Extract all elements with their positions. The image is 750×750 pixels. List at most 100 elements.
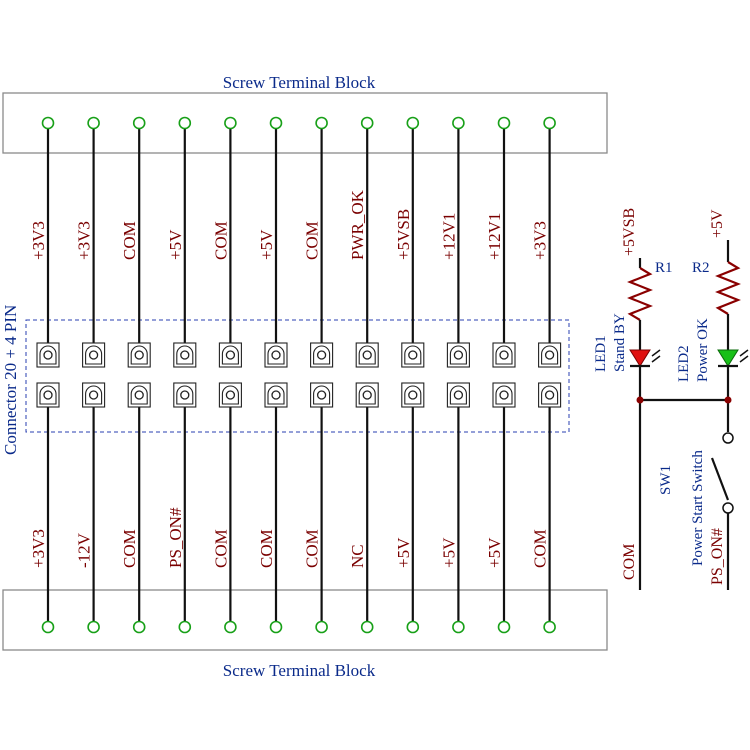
pson-label: PS_ON#	[709, 528, 726, 585]
bottom-pin-label-5: COM	[211, 529, 230, 568]
bottom-pad-11-hole	[499, 390, 509, 400]
sw1-desc: Power Start Switch	[690, 450, 706, 566]
switch-contact-bottom	[722, 502, 734, 514]
bottom-terminal-10	[452, 620, 465, 634]
top-terminal-4	[178, 116, 192, 130]
bottom-terminal-block	[2, 589, 608, 651]
bottom-pin-label-12: COM	[531, 529, 550, 568]
bottom-pad-4-hole	[180, 390, 190, 400]
connector-label: Connector 20 + 4 PIN	[1, 305, 20, 455]
resistor-r2	[715, 261, 741, 315]
bottom-pad-6-hole	[271, 390, 281, 400]
top-block-title: Screw Terminal Block	[223, 73, 376, 92]
top-pin-label-8: PWR_OK	[348, 189, 367, 260]
top-pad-11-hole	[499, 350, 509, 360]
top-pin-label-5: COM	[211, 221, 230, 260]
bottom-terminal-5	[224, 620, 237, 634]
junction-dot-right	[724, 396, 732, 404]
bottom-pin-label-3: COM	[120, 529, 139, 568]
r2-label: R2	[692, 260, 710, 276]
bottom-pin-label-7: COM	[303, 529, 322, 568]
top-pin-label-12: +3V3	[531, 221, 550, 260]
top-pin-label-6: +5V	[257, 229, 276, 260]
bottom-pin-label-6: COM	[257, 529, 276, 568]
bottom-block-title: Screw Terminal Block	[223, 661, 376, 680]
switch-lever	[710, 457, 730, 501]
bottom-terminal-6	[269, 620, 283, 634]
bottom-pad-2-hole	[88, 390, 99, 400]
top-pad-5-hole	[225, 350, 236, 360]
top-pad-8-hole	[362, 350, 372, 360]
bottom-pin-label-2: -12V	[75, 532, 94, 568]
led2-desc: Power OK	[695, 318, 711, 382]
top-pin-label-11: +12V1	[485, 213, 504, 260]
rail-5v-label: +5V	[709, 209, 726, 238]
bottom-terminal-7	[315, 620, 328, 634]
top-pad-3-hole	[134, 350, 144, 360]
bottom-pad-10-hole	[453, 390, 464, 400]
top-terminal-block	[2, 92, 608, 154]
bottom-terminal-2	[87, 620, 100, 634]
top-pad-6-hole	[271, 350, 281, 360]
top-terminal-6	[269, 116, 283, 130]
junction-dot-left	[636, 396, 644, 404]
top-terminal-7	[315, 116, 328, 130]
top-pad-7-hole	[316, 350, 327, 360]
bottom-pad-8-hole	[362, 390, 372, 400]
top-pad-4-hole	[180, 350, 190, 360]
led1-ref: LED1	[593, 335, 609, 372]
bottom-terminal-3	[132, 620, 146, 634]
top-pin-label-4: +5V	[166, 229, 185, 260]
top-pad-1-hole	[43, 350, 53, 360]
bottom-terminal-8	[360, 620, 374, 634]
sw1-ref: SW1	[658, 465, 674, 495]
top-pin-label-3: COM	[120, 221, 139, 260]
bottom-terminal-12	[543, 620, 556, 634]
bottom-pin-label-4: PS_ON#	[166, 507, 185, 568]
top-terminal-12	[543, 116, 556, 130]
rail-5vsb-label: +5VSB	[621, 208, 638, 256]
top-terminal-2	[87, 116, 100, 130]
top-pin-label-9: +5VSB	[394, 209, 413, 260]
top-pin-label-1: +3V3	[29, 221, 48, 260]
top-terminal-9	[406, 116, 420, 130]
top-terminal-3	[132, 116, 146, 130]
r1-label: R1	[655, 260, 673, 276]
bottom-pad-5-hole	[225, 390, 236, 400]
bottom-terminal-11	[497, 620, 511, 634]
top-pin-label-10: +12V1	[439, 213, 458, 260]
connector-outline	[25, 319, 570, 433]
bottom-pad-12-hole	[544, 390, 555, 400]
indicator-circuit: +5VSB R1 LED1 Stand BY +5V R2 LED2 Power…	[593, 208, 749, 590]
top-terminal-10	[452, 116, 465, 130]
top-terminal-8	[360, 116, 374, 130]
top-terminal-11	[497, 116, 511, 130]
resistor-r1	[627, 267, 653, 321]
top-terminal-1	[41, 116, 55, 130]
led1-desc: Stand BY	[612, 313, 628, 372]
bottom-pad-7-hole	[316, 390, 327, 400]
com-label: COM	[621, 544, 638, 580]
bottom-terminal-1	[41, 620, 55, 634]
top-pad-2-hole	[88, 350, 99, 360]
bottom-pad-9-hole	[408, 390, 418, 400]
top-pin-label-7: COM	[303, 221, 322, 260]
bottom-pin-label-8: NC	[348, 544, 367, 568]
bottom-pin-label-1: +3V3	[29, 529, 48, 568]
bottom-pad-1-hole	[43, 390, 53, 400]
bottom-pin-label-11: +5V	[485, 537, 504, 568]
led2-ref: LED2	[676, 345, 692, 382]
led2-symbol	[717, 349, 739, 367]
top-terminal-5	[224, 116, 237, 130]
led1-symbol	[629, 349, 651, 367]
bottom-pin-label-9: +5V	[394, 537, 413, 568]
bottom-pad-3-hole	[134, 390, 144, 400]
switch-contact-top	[722, 432, 734, 444]
top-pad-12-hole	[544, 350, 555, 360]
bottom-terminal-9	[406, 620, 420, 634]
bottom-terminal-4	[178, 620, 192, 634]
top-pin-label-2: +3V3	[75, 221, 94, 260]
pin-columns: +3V3 +3V3 +3V3 -12V COM COM +5V PS_ON# COM COM +5V…	[29, 116, 562, 634]
top-pad-10-hole	[453, 350, 464, 360]
